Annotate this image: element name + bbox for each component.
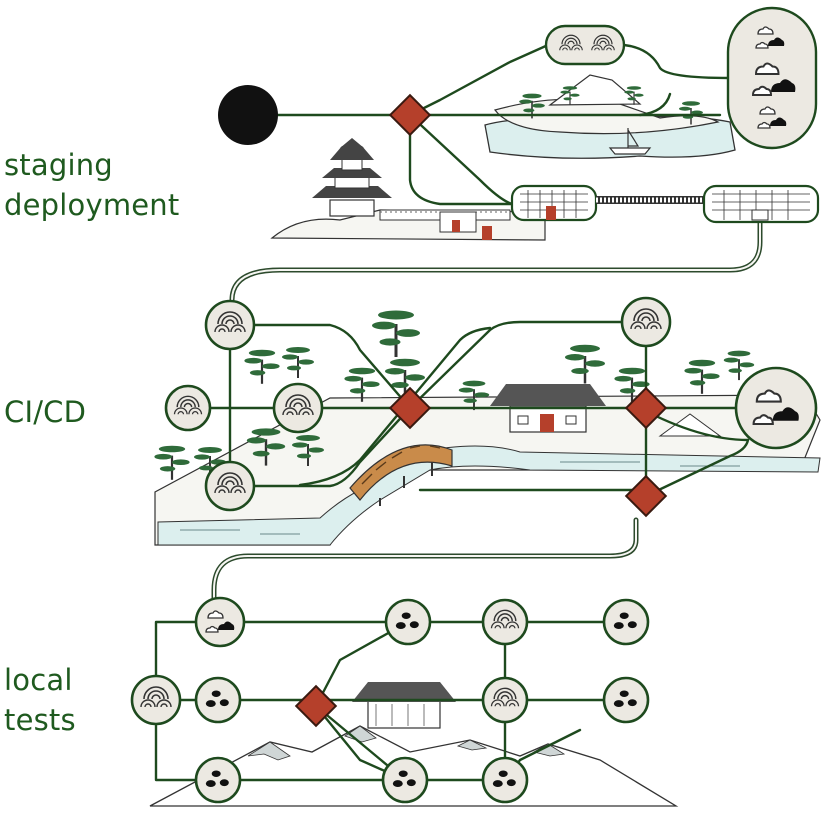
- seigaiha-wave-icon: [620, 296, 672, 348]
- castle: [312, 138, 392, 217]
- bridge: [349, 444, 453, 501]
- hill-top: [548, 74, 642, 106]
- black-circle-icon[interactable]: [218, 85, 278, 145]
- stage-label-local: local tests: [4, 660, 76, 740]
- scenery: [149, 74, 821, 807]
- stage-label-line: deployment: [4, 188, 180, 222]
- black-stones-icon: [384, 598, 432, 646]
- temple-mid: [490, 384, 606, 433]
- stage-label-line: local: [4, 663, 73, 697]
- black-stones-icon: [194, 676, 242, 724]
- cloud-stones-icon: [194, 596, 246, 648]
- house-bottom: [352, 682, 456, 729]
- black-stones-icon: [602, 598, 650, 646]
- cloud-stones-icon: [734, 366, 818, 450]
- seigaiha-wave-icon: [204, 299, 256, 351]
- stage-label-line: CI/CD: [4, 395, 87, 429]
- black-stones-icon: [602, 676, 650, 724]
- boat: [608, 147, 652, 155]
- black-stones-icon: [481, 756, 529, 804]
- stage-label-cicd: CI/CD: [4, 392, 86, 432]
- red-diamond-icon: [624, 474, 668, 518]
- seigaiha-wave-icon: [130, 674, 182, 726]
- seigaiha-wave-icon: [272, 382, 324, 434]
- black-stones-icon: [381, 756, 429, 804]
- seigaiha-wave-icon: [481, 598, 529, 646]
- seigaiha-wave-icon: [204, 460, 256, 512]
- seigaiha-wave-icon: [481, 676, 529, 724]
- station-bar-2[interactable]: [702, 184, 820, 224]
- seigaiha-wave-icon: [164, 384, 212, 432]
- waves-capsule[interactable]: [544, 24, 626, 66]
- stage-label-line: tests: [4, 703, 76, 737]
- station-bar-1[interactable]: [510, 184, 598, 222]
- red-diamond-icon: [388, 386, 432, 430]
- red-diamond-icon: [624, 386, 668, 430]
- stage-label-staging: staging deployment: [4, 145, 179, 225]
- stage-label-line: staging: [4, 148, 113, 182]
- red-diamond-icon: [294, 684, 338, 728]
- terminus-capsule[interactable]: [726, 6, 818, 150]
- red-diamond-icon: [388, 93, 432, 137]
- black-stones-icon: [194, 756, 242, 804]
